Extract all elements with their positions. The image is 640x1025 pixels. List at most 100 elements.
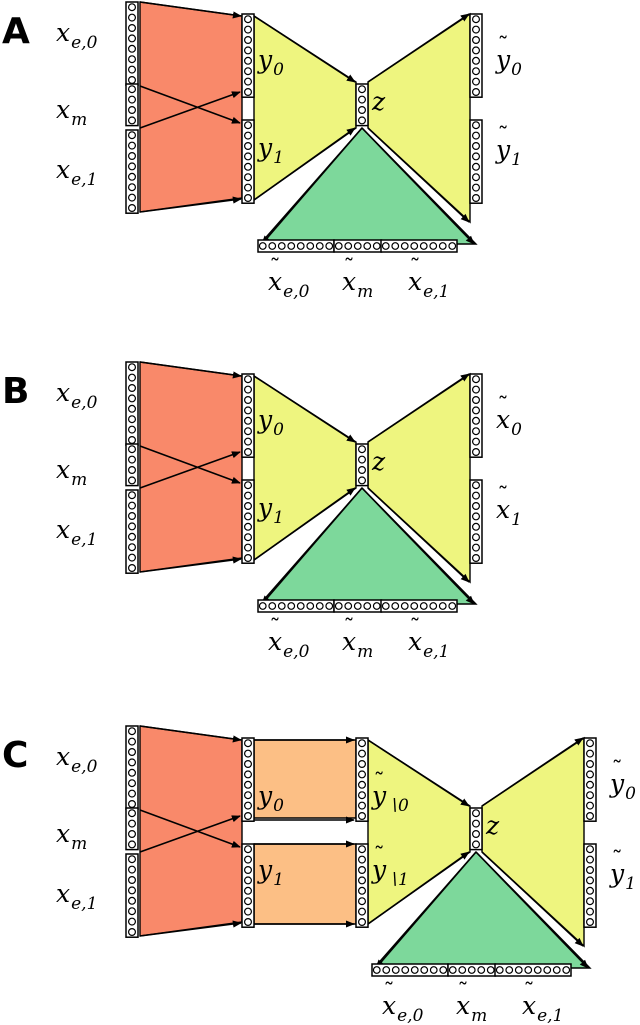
input-column-xe0 [125,361,139,446]
output-1: y˜1 [609,848,636,894]
arrow-to-recon-left [375,851,477,969]
output-0-subscript: 0 [625,784,636,804]
hidden-column-y0 [241,373,255,458]
latent-z: z [371,447,386,476]
latent-z-symbol: z [371,447,386,476]
intermediate-y-not1-subscript: ∖1 [387,870,409,890]
arrow-to-z-top [367,739,470,807]
intermediate-y-not0-tilde: ˜ [374,770,385,795]
recon-row-xm [447,963,497,977]
recon-x-e0-subscript: e,0 [397,1006,423,1025]
recon-x-m-subscript: m [357,642,373,662]
arrow-encoder-bottom [139,556,242,573]
recon-x-m-tilde: ˜ [344,256,355,281]
recon-row-xm [333,239,383,253]
input-x-m-subscript: m [71,834,87,854]
input-x-e0-symbol: x [56,378,70,407]
input-x-e1-subscript: e,1 [71,530,97,550]
arrow-xm-to-y0 [139,451,241,489]
recon-x-m-subscript: m [471,1006,487,1025]
recon-x-e0-symbol: x [268,267,282,296]
intermediate-y-not1-symbol: y [371,855,387,884]
hidden-column-y1-first [241,843,255,928]
output-0-symbol: y [495,45,511,74]
output-0-symbol: x [496,405,510,434]
latent-column-z [469,807,483,851]
arrow-xm-to-y1 [139,85,241,124]
recon-x-e1-subscript: e,1 [423,642,449,662]
input-column-xe1 [125,853,139,938]
output-0-tilde: ˜ [612,758,623,783]
latent-z-symbol: z [485,811,500,840]
recon-row-xe0 [257,239,335,253]
hidden-column-y0 [355,737,369,822]
arrow-xm-to-y1 [139,809,241,848]
output-column-1 [469,119,483,204]
output-1-symbol: y [609,859,625,888]
input-x-e0-symbol: x [56,742,70,771]
input-column-xe1 [125,489,139,574]
hidden-column-y0 [241,13,255,98]
recon-x-e0-tilde: ˜ [270,616,281,641]
input-x-e0-subscript: e,0 [71,33,97,53]
intermediate-y-not0-subscript: ∖0 [387,796,409,816]
recon-x-m-symbol: x [456,991,470,1020]
output-1-symbol: x [496,495,510,524]
output-1-subscript: 1 [511,150,522,170]
output-0-tilde: ˜ [498,34,509,59]
input-x-e1-symbol: x [56,515,70,544]
recon-x-e0: x˜e,0 [268,616,310,662]
arrow-to-z-top [253,375,356,443]
output-column-1 [583,843,597,928]
recon-x-m-tilde: ˜ [344,616,355,641]
arrow-to-out-bottom [367,487,470,583]
recon-x-e1-tilde: ˜ [524,980,535,1005]
arrow-to-recon-right [361,127,475,245]
latent-z: z [485,811,500,840]
output-1-subscript: 1 [625,874,636,894]
recon-row-xe0 [257,599,335,613]
hidden-y1-symbol: y [257,493,273,522]
arrow-to-recon-left [261,127,363,245]
recon-x-e1-tilde: ˜ [410,256,421,281]
arrow-xm-to-y0 [139,815,241,853]
hidden-y0-symbol: y [257,405,273,434]
recon-x-e1-tilde: ˜ [410,616,421,641]
hidden-y0-subscript: 0 [273,420,284,440]
arrow-to-out-bottom [481,851,584,947]
hidden-column-y0-first [241,737,255,822]
output-1-symbol: y [495,135,511,164]
arrow-xm-to-y1 [139,445,241,484]
recon-x-m-symbol: x [342,267,356,296]
latent-column-z [355,83,369,127]
recon-x-e1-subscript: e,1 [423,282,449,302]
arrow-xm-to-y0 [139,91,241,129]
intermediate-y-not0: y˜∖0 [371,770,409,816]
recon-row-xm [333,599,383,613]
arrow-to-recon-left [261,487,363,605]
panel-label: C [2,735,28,776]
recon-x-e0: x˜e,0 [268,256,310,302]
hidden-y1-subscript: 1 [273,148,284,168]
hidden-y1-symbol: y [257,133,273,162]
intermediate-y-not1-tilde: ˜ [374,844,385,869]
output-0: y˜0 [495,34,522,80]
recon-x-e0-subscript: e,0 [283,282,309,302]
recon-x-e0: x˜e,0 [382,980,424,1025]
hidden-y0-symbol: y [257,781,273,810]
input-x-e0-subscript: e,0 [71,393,97,413]
hidden-y1-symbol: y [257,855,273,884]
output-0-symbol: y [609,769,625,798]
input-x-m-subscript: m [71,470,87,490]
